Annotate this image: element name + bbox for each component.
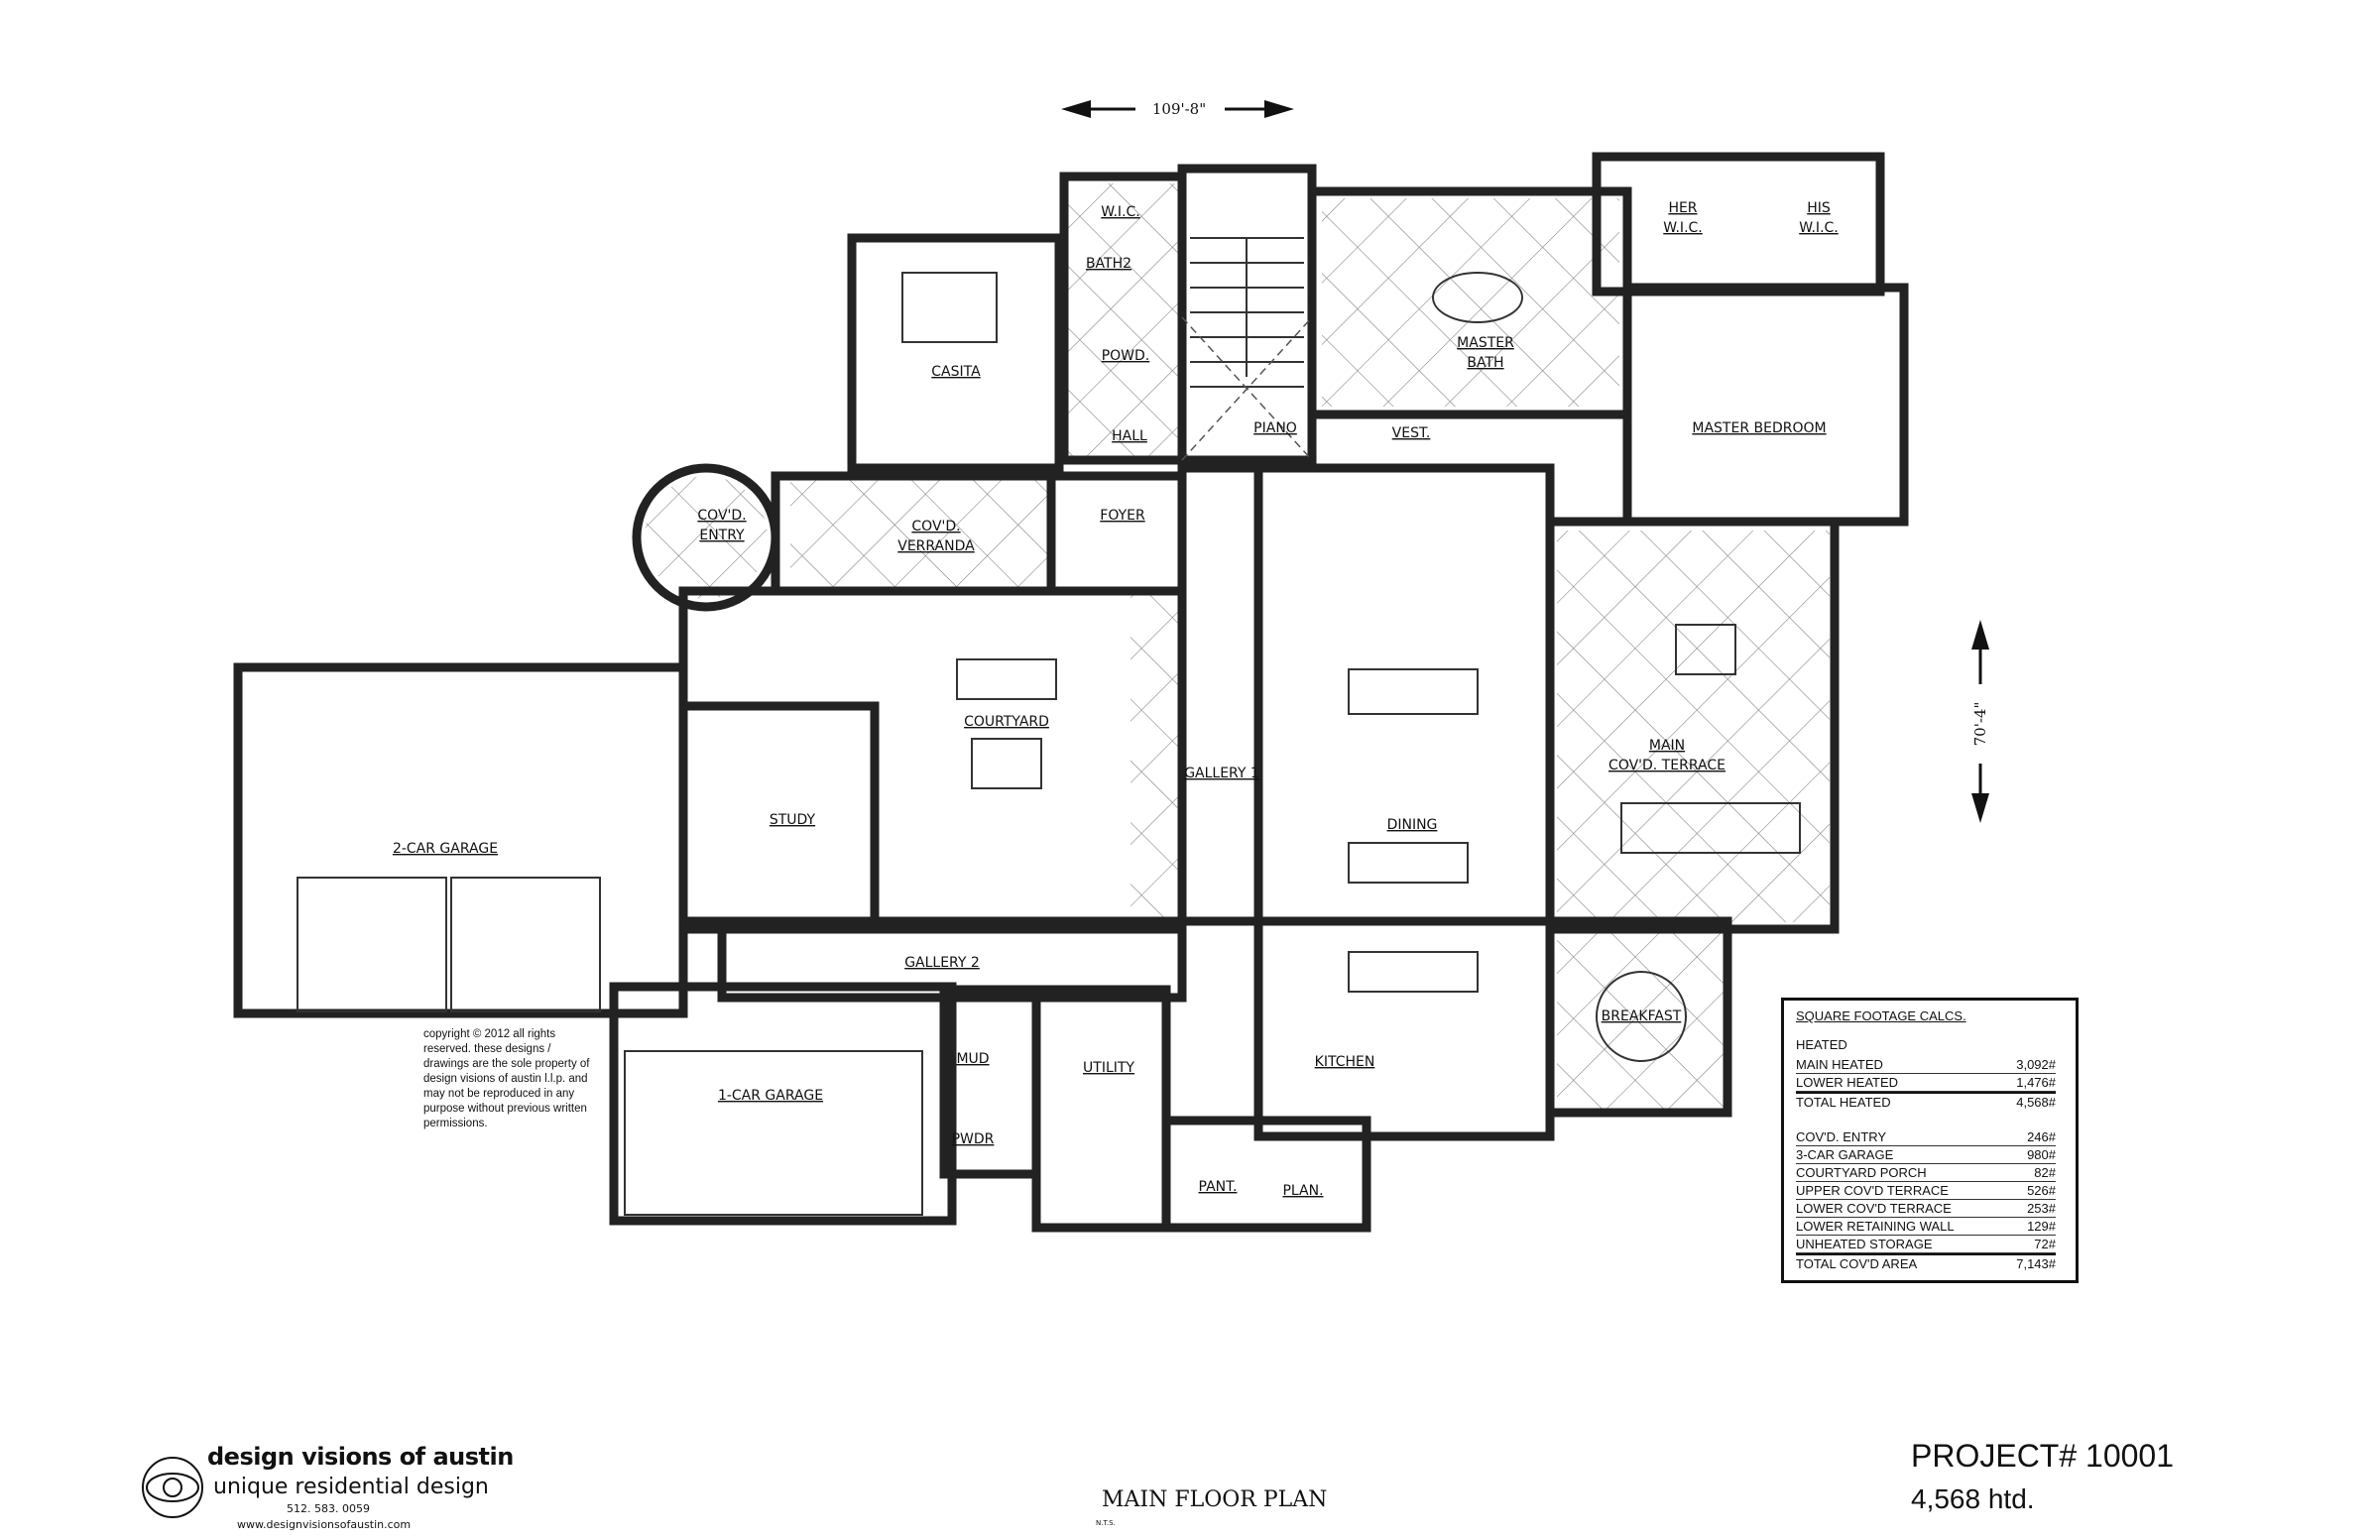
sqft-label: MAIN HEATED — [1796, 1057, 1883, 1072]
plan-title: MAIN FLOOR PLAN — [1102, 1487, 1328, 1512]
sqft-value: 980# — [2027, 1147, 2056, 1162]
room-label-kitchen: KITCHEN — [1315, 1054, 1375, 1070]
room-label-bath2: BATH2 — [1086, 256, 1131, 272]
room-label-master-bedroom: MASTER BEDROOM — [1692, 420, 1826, 436]
room-label-gallery-1: GALLERY 1 — [1184, 766, 1259, 781]
room-label-piano: PIANO — [1253, 420, 1297, 436]
sqft-label: 3-CAR GARAGE — [1796, 1147, 1894, 1162]
room-label-2-car-garage: 2-CAR GARAGE — [393, 841, 498, 857]
room-label-courtyard: COURTYARD — [964, 714, 1049, 730]
room-label-wic: W.I.C. — [1101, 204, 1140, 220]
sqft-label: COURTYARD PORCH — [1796, 1165, 1927, 1180]
sqft-value: 129# — [2027, 1219, 2056, 1234]
project-number: PROJECT# 10001 — [1911, 1438, 2175, 1474]
room-label-mud: MUD — [956, 1051, 989, 1067]
room-label-casita: CASITA — [931, 364, 981, 380]
logo-phone: 512. 583. 0059 — [287, 1502, 370, 1515]
sqft-row: COURTYARD PORCH 82# — [1796, 1164, 2056, 1182]
heated-area: 4,568 htd. — [1911, 1483, 2035, 1514]
walls — [233, 152, 1909, 1233]
sqft-row: UPPER COV'D TERRACE 526# — [1796, 1182, 2056, 1200]
room-label-her-wic: HER — [1668, 200, 1697, 216]
sqft-label: COV'D. ENTRY — [1796, 1129, 1887, 1144]
eye-logo-icon — [142, 1457, 203, 1518]
sqft-value: 526# — [2027, 1183, 2056, 1198]
sqft-value: 82# — [2034, 1165, 2056, 1180]
room-label-covd-entry: COV'D. — [697, 508, 746, 524]
room-label-1-car-garage: 1-CAR GARAGE — [718, 1088, 823, 1104]
sqft-row: LOWER RETAINING WALL 129# — [1796, 1218, 2056, 1236]
stair — [1181, 237, 1313, 461]
logo-tagline: unique residential design — [213, 1475, 489, 1499]
room-label-main-terrace: MAIN — [1649, 738, 1685, 754]
sqft-total-heated: TOTAL HEATED 4,568# — [1796, 1092, 2056, 1111]
sqft-value: 3,092# — [2016, 1057, 2056, 1072]
width-dimension-label: 109'-8" — [1152, 100, 1206, 118]
garage-doors — [297, 877, 923, 1216]
room-label-hall: HALL — [1112, 428, 1147, 444]
sqft-heated-heading: HEATED — [1796, 1037, 1847, 1052]
room-label-breakfast: BREAKFAST — [1602, 1008, 1682, 1024]
sqft-label: TOTAL COV'D AREA — [1796, 1256, 1918, 1271]
room-label-pantry: PANT. — [1199, 1179, 1238, 1195]
depth-dimension-label: 70'-4" — [1971, 702, 1989, 747]
sqft-label: LOWER HEATED — [1796, 1075, 1899, 1090]
scale-note: N.T.S. — [1096, 1519, 1116, 1527]
sqft-label: LOWER RETAINING WALL — [1796, 1219, 1955, 1234]
sqft-value: 7,143# — [2016, 1256, 2056, 1271]
sqft-row: LOWER HEATED 1,476# — [1796, 1074, 2056, 1092]
room-label-foyer: FOYER — [1100, 508, 1145, 524]
logo-website: www.designvisionsofaustin.com — [237, 1518, 412, 1531]
room-label-main-terrace-2: COV'D. TERRACE — [1608, 758, 1726, 773]
logo-company-name: design visions of austin — [207, 1443, 514, 1471]
room-label-master-bath-2: BATH — [1467, 355, 1503, 371]
room-label-plan: PLAN. — [1282, 1183, 1323, 1199]
room-label-gallery-2: GALLERY 2 — [904, 955, 980, 971]
sqft-title: SQUARE FOOTAGE CALCS. — [1796, 1008, 1966, 1023]
sqft-label: LOWER COV'D TERRACE — [1796, 1201, 1952, 1216]
sqft-value: 253# — [2027, 1201, 2056, 1216]
room-label-her-wic-2: W.I.C. — [1663, 220, 1703, 236]
depth-dimension: 70'-4" — [1971, 620, 1989, 823]
copyright-notice: copyright © 2012 all rights reserved. th… — [423, 1028, 590, 1129]
width-dimension: 109'-8" — [1061, 100, 1294, 118]
room-label-covd-entry-2: ENTRY — [699, 528, 745, 543]
tiled-floors — [645, 183, 1830, 1111]
room-label-verranda-2: VERRANDA — [897, 538, 975, 554]
room-label-master-bath: MASTER — [1457, 335, 1514, 351]
sqft-row: LOWER COV'D TERRACE 253# — [1796, 1200, 2056, 1218]
room-label-dining: DINING — [1387, 817, 1438, 833]
room-label-verranda: COV'D. — [911, 519, 960, 534]
sqft-value: 72# — [2034, 1237, 2056, 1251]
sqft-value: 4,568# — [2016, 1095, 2056, 1110]
sqft-value: 246# — [2027, 1129, 2056, 1144]
room-label-utility: UTILITY — [1083, 1060, 1134, 1076]
room-label-his-wic: HIS — [1807, 200, 1831, 216]
sqft-label: UPPER COV'D TERRACE — [1796, 1183, 1949, 1198]
furniture — [901, 272, 1801, 1062]
room-label-pwdr: PWDR — [952, 1131, 995, 1147]
sqft-row: COV'D. ENTRY 246# — [1796, 1128, 2056, 1146]
sqft-total-covered: TOTAL COV'D AREA 7,143# — [1796, 1253, 2056, 1272]
company-logo: design visions of austin unique resident… — [138, 1443, 515, 1539]
sqft-row: MAIN HEATED 3,092# — [1796, 1056, 2056, 1074]
room-labels: W.I.C. BATH2 POWD. HALL CASITA PIANO VES… — [393, 200, 1839, 1199]
square-footage-table: SQUARE FOOTAGE CALCS. HEATED MAIN HEATED… — [1781, 998, 2079, 1283]
sqft-row: UNHEATED STORAGE 72# — [1796, 1236, 2056, 1253]
room-label-vest: VEST. — [1392, 425, 1431, 441]
sqft-label: TOTAL HEATED — [1796, 1095, 1891, 1110]
sqft-label: UNHEATED STORAGE — [1796, 1237, 1933, 1251]
sqft-value: 1,476# — [2016, 1075, 2056, 1090]
room-label-study: STUDY — [770, 812, 816, 828]
room-label-powd: POWD. — [1102, 348, 1150, 364]
sqft-row: 3-CAR GARAGE 980# — [1796, 1146, 2056, 1164]
room-label-his-wic-2: W.I.C. — [1799, 220, 1839, 236]
